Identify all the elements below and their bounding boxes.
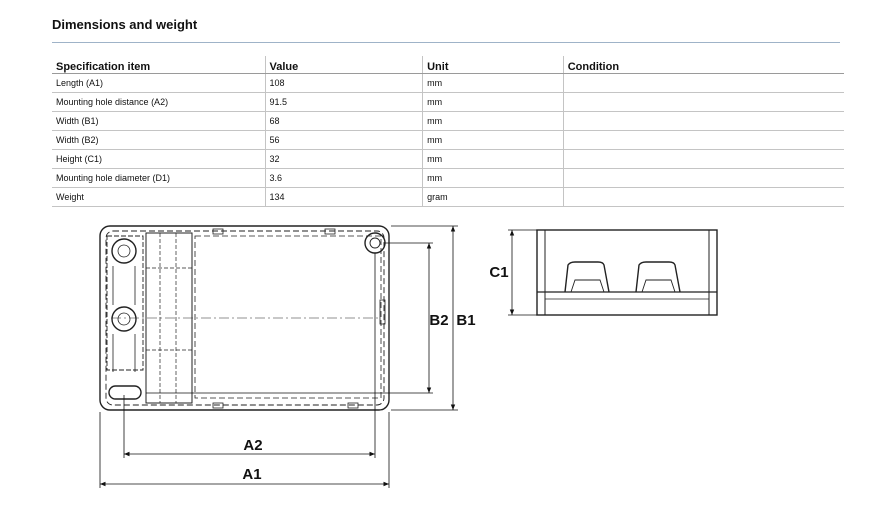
column-header-condition: Condition	[562, 56, 844, 74]
cell-value: 68	[264, 111, 423, 131]
cell-unit: mm	[422, 111, 564, 131]
dimension-b2	[146, 242, 433, 394]
column-header-unit: Unit	[422, 56, 564, 74]
cell-value: 32	[264, 149, 423, 169]
cell-value: 3.6	[264, 168, 423, 188]
dimension-a1	[99, 412, 390, 488]
gland-top	[111, 238, 137, 264]
table-row: Height (C1) 32 mm	[52, 149, 844, 169]
table-row: Mounting hole distance (A2) 91.5 mm	[52, 92, 844, 112]
label-a1: A1	[242, 466, 261, 483]
cell-condition	[562, 130, 844, 150]
cell-unit: mm	[422, 73, 564, 93]
gland-bottom	[111, 306, 137, 332]
cell-condition	[562, 187, 844, 207]
cell-item: Length (A1)	[52, 73, 266, 93]
dimension-a2	[123, 253, 376, 458]
table-header-row: Specification item Value Unit Condition	[52, 56, 844, 74]
table-row: Weight 134 gram	[52, 187, 844, 207]
cell-value: 108	[264, 73, 423, 93]
column-header-value: Value	[264, 56, 423, 74]
cell-condition	[562, 92, 844, 112]
cell-condition	[562, 73, 844, 93]
cell-item: Width (B2)	[52, 130, 266, 150]
cell-item: Width (B1)	[52, 111, 266, 131]
cell-unit: mm	[422, 149, 564, 169]
cell-value: 134	[264, 187, 423, 207]
dimension-b1	[391, 225, 458, 411]
cell-unit: gram	[422, 187, 564, 207]
table-row: Width (B2) 56 mm	[52, 130, 844, 150]
enclosure-side-view	[536, 229, 718, 316]
mounting-slot	[108, 385, 142, 400]
cell-item: Height (C1)	[52, 149, 266, 169]
title-divider	[52, 42, 840, 43]
cell-item: Mounting hole diameter (D1)	[52, 168, 266, 188]
spec-table: Specification item Value Unit Condition …	[52, 56, 844, 207]
side-outline	[536, 229, 718, 316]
cell-condition	[562, 168, 844, 188]
cell-condition	[562, 111, 844, 131]
cable-gland-left	[564, 261, 610, 293]
section-title: Dimensions and weight	[52, 17, 198, 32]
cell-value: 56	[264, 130, 423, 150]
column-header-specification-item: Specification item	[52, 56, 266, 74]
cable-gland-right	[635, 261, 681, 293]
enclosure-inner-outline	[105, 230, 385, 406]
dimension-c1	[508, 229, 537, 316]
enclosure-top-view	[99, 225, 390, 411]
cell-item: Mounting hole distance (A2)	[52, 92, 266, 112]
lid-recess	[194, 235, 382, 399]
cell-value: 91.5	[264, 92, 423, 112]
cell-condition	[562, 149, 844, 169]
cell-unit: mm	[422, 92, 564, 112]
label-a2: A2	[243, 437, 262, 454]
label-c1: C1	[489, 264, 508, 281]
enclosure-outline	[99, 225, 390, 411]
label-b1: B1	[456, 312, 475, 329]
cell-unit: mm	[422, 168, 564, 188]
table-row: Width (B1) 68 mm	[52, 111, 844, 131]
cell-item: Weight	[52, 187, 266, 207]
cell-unit: mm	[422, 130, 564, 150]
table-row: Mounting hole diameter (D1) 3.6 mm	[52, 168, 844, 188]
cable-channel	[106, 235, 144, 371]
label-b2: B2	[429, 312, 448, 329]
table-row: Length (A1) 108 mm	[52, 73, 844, 93]
